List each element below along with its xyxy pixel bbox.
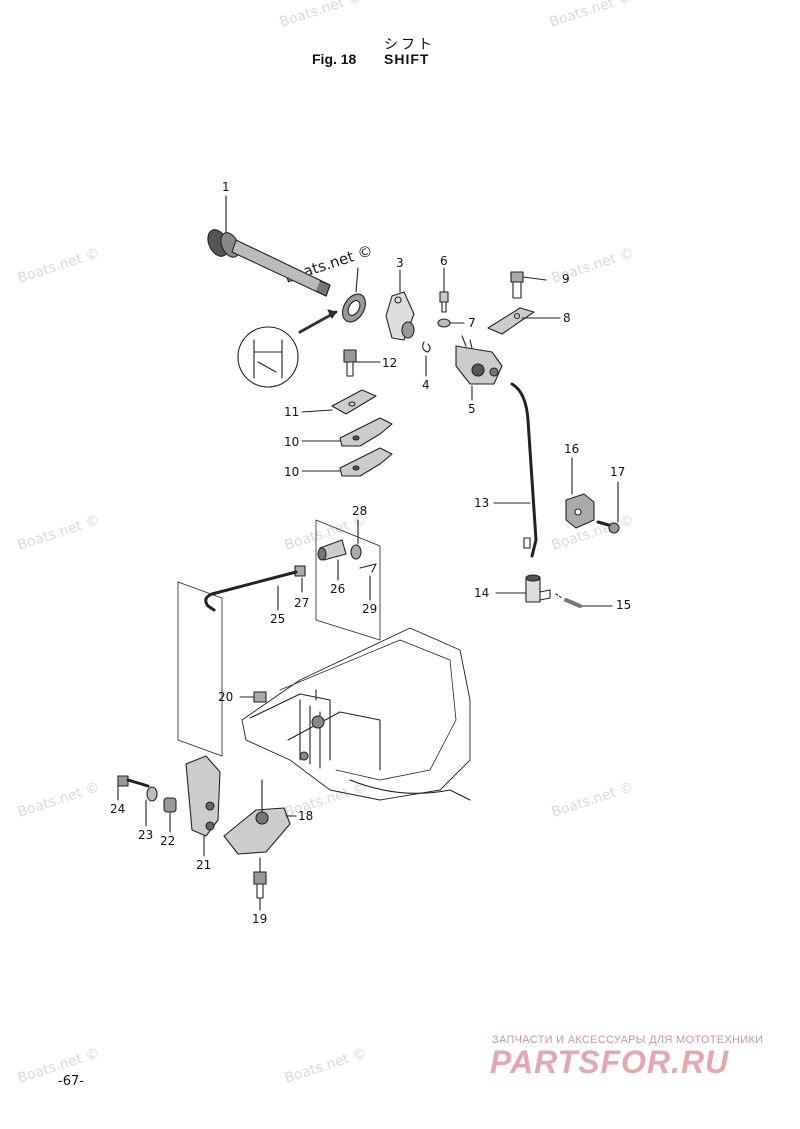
callout-25: 25 [270, 612, 286, 626]
part-14-joint [495, 574, 551, 603]
part-17-screw [596, 481, 620, 534]
part-7-washer [437, 318, 451, 328]
callout-22: 22 [160, 834, 176, 848]
detail-view [237, 309, 338, 388]
part-3-lever [385, 269, 415, 341]
part-23-washer [146, 786, 158, 802]
grommet [341, 267, 367, 323]
part-20-nut [253, 691, 267, 703]
part-12-bolt [343, 349, 381, 377]
callout-3: 3 [396, 256, 404, 270]
callout-23: 23 [138, 828, 154, 842]
callout-29: 29 [362, 602, 378, 616]
part-13-rod [493, 382, 538, 558]
part-8-plate [487, 307, 561, 335]
part-16-block [565, 457, 595, 529]
callout-18: 18 [298, 809, 314, 823]
part-10-plate-b [301, 447, 393, 477]
callout-24: 24 [110, 802, 126, 816]
lower-housing [177, 519, 471, 801]
part-4-clip [422, 341, 431, 353]
part-10-plate-a [301, 417, 393, 447]
part-25-rod [204, 570, 298, 612]
callout-10: 10 [284, 435, 300, 449]
part-22-bushing [163, 797, 177, 813]
callout-1: 1 [222, 180, 230, 194]
callout-10: 10 [284, 465, 300, 479]
callout-7: 7 [468, 316, 476, 330]
diagram-title: SHIFT [384, 51, 430, 67]
part-24-bolt [117, 775, 150, 801]
part-6-bolt [439, 267, 449, 313]
callout-28: 28 [352, 504, 368, 518]
callout-15: 15 [616, 598, 632, 612]
callout-8: 8 [563, 311, 571, 325]
callout-26: 26 [330, 582, 346, 596]
part-29-clip [359, 563, 377, 573]
part-1-shift-rod [207, 195, 331, 297]
part-5-bracket [455, 335, 503, 401]
part-15-screw [555, 593, 613, 608]
part-28-washer [350, 544, 362, 560]
part-9-bolt [510, 271, 547, 299]
part-26-pin [317, 539, 347, 581]
callout-27: 27 [294, 596, 310, 610]
callout-5: 5 [468, 402, 476, 416]
part-18-arm [223, 779, 297, 855]
callout-11: 11 [284, 405, 300, 419]
part-19-bolt [253, 857, 267, 911]
store-tagline: ЗАПЧАСТИ И АКСЕССУАРЫ ДЛЯ МОТОТЕХНИКИ [492, 1034, 764, 1046]
callout-13: 13 [474, 496, 490, 510]
callout-17: 17 [610, 465, 626, 479]
callout-9: 9 [562, 272, 570, 286]
callout-4: 4 [422, 378, 430, 392]
part-21-bracket [185, 755, 221, 857]
store-logo: PARTSFOR.RU [490, 1044, 730, 1080]
callout-16: 16 [564, 442, 580, 456]
figure-number: Fig. 18 [312, 51, 357, 67]
callout-14: 14 [474, 586, 490, 600]
title-japanese: シフト [384, 37, 435, 53]
callout-19: 19 [252, 912, 268, 926]
callout-20: 20 [218, 690, 234, 704]
page-number: -67- [58, 1074, 84, 1089]
part-11-plate [301, 389, 377, 415]
callout-6: 6 [440, 254, 448, 268]
callout-12: 12 [382, 356, 398, 370]
callout-21: 21 [196, 858, 212, 872]
